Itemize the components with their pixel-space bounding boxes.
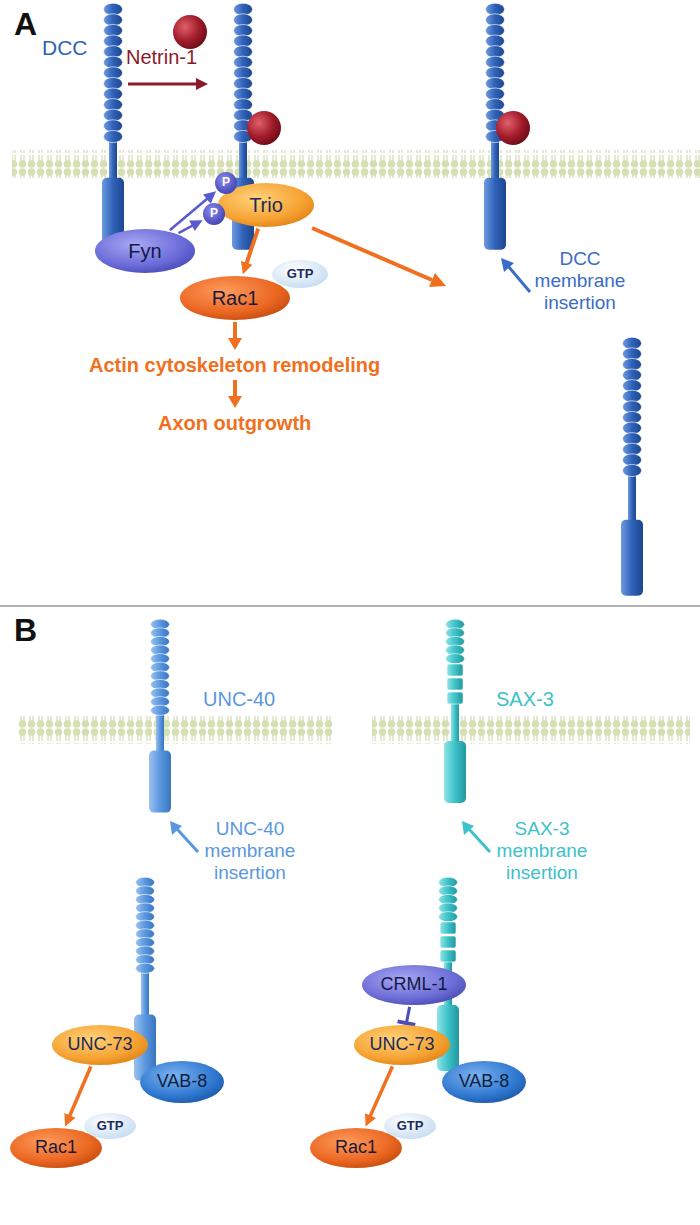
panel-divider: [0, 605, 700, 607]
ellipse-fill: [10, 1128, 102, 1168]
node-text: Rac1: [335, 1138, 377, 1158]
panel-letter: A: [14, 6, 37, 43]
ellipse-fill: [203, 203, 225, 225]
insertion-arrow: [170, 821, 198, 852]
protein-ellipse: CRML-1: [362, 965, 466, 1005]
connector-line: [178, 225, 193, 233]
ellipse-fill: [180, 276, 290, 320]
inhibition-bar: [398, 1021, 416, 1025]
protein-ellipse: UNC-73: [52, 1025, 148, 1065]
insertion-arrow: [312, 228, 446, 287]
arrow-connector: [178, 220, 202, 233]
ellipse-fill: [52, 1025, 148, 1065]
connector-line: [246, 229, 258, 265]
dcc-receptor: [621, 337, 643, 596]
node-text: UNC-73: [369, 1035, 434, 1055]
connector-line: [407, 1007, 410, 1022]
insertion-arrow: [462, 821, 490, 852]
arrow-head: [203, 191, 216, 203]
node-text: Rac1: [212, 287, 259, 309]
node-text: GTP: [397, 1119, 424, 1133]
process-text: UNC-40 membrane insertion: [200, 818, 300, 884]
arrow-connector: [64, 1067, 90, 1127]
membrane: [18, 716, 333, 744]
ellipse-fill: [442, 1061, 526, 1103]
dcc-receptor: [102, 3, 124, 250]
ellipse-fill: [272, 260, 328, 288]
node-text: P: [210, 207, 218, 220]
netrin-sphere: [496, 111, 530, 145]
node-text: GTP: [287, 267, 314, 281]
node-text: CRML-1: [380, 975, 447, 995]
arrow-head: [189, 220, 202, 231]
insertion-arrow: [501, 258, 530, 292]
arrow-head: [365, 1113, 376, 1126]
process-text: DCC membrane insertion: [530, 248, 630, 314]
netrin-sphere: [173, 15, 207, 49]
protein-ellipse: VAB-8: [140, 1061, 224, 1103]
membrane: [372, 716, 690, 744]
ellipse-fill: [218, 183, 314, 227]
ellipse-fill: [140, 1061, 224, 1103]
node-text: GTP: [97, 1119, 124, 1133]
protein-ellipse: UNC-73: [354, 1025, 450, 1065]
arrow-head: [64, 1113, 75, 1126]
node-text: UNC-73: [67, 1035, 132, 1055]
node-text: P: [222, 176, 230, 189]
protein-ellipse: Rac1: [10, 1128, 102, 1168]
node-text: Rac1: [35, 1138, 77, 1158]
binding-arrow: [128, 78, 208, 90]
ellipse-fill: [310, 1128, 402, 1168]
inhibition-connector: [398, 1007, 416, 1025]
arrow-head: [241, 261, 252, 274]
process-text: SAX-3 membrane insertion: [492, 818, 592, 884]
node-text: VAB-8: [157, 1072, 208, 1092]
protein-ellipse: Rac1: [310, 1128, 402, 1168]
arrow-connector: [365, 1066, 392, 1126]
phospho-circle: P: [215, 172, 237, 194]
protein-ellipse: Rac1: [180, 276, 290, 320]
phospho-circle: P: [203, 203, 225, 225]
ellipse-fill: [362, 965, 466, 1005]
process-text: Actin cytoskeleton remodeling: [89, 354, 380, 377]
ellipse-fill: [384, 1113, 436, 1139]
node-text: VAB-8: [459, 1072, 510, 1092]
gtp-ellipse: GTP: [384, 1113, 436, 1139]
connector-line: [370, 1066, 393, 1117]
sax3-receptor: [444, 619, 466, 803]
gtp-ellipse: GTP: [84, 1113, 136, 1139]
ellipse-fill: [215, 172, 237, 194]
gtp-ellipse: GTP: [272, 260, 328, 288]
ellipse-fill: [95, 229, 195, 273]
receptor-name: DCC: [42, 36, 88, 60]
connector-line: [69, 1067, 91, 1118]
protein-ellipse: VAB-8: [442, 1061, 526, 1103]
panel-letter: B: [14, 612, 37, 649]
ellipse-fill: [84, 1113, 136, 1139]
node-text: Trio: [249, 194, 283, 216]
unc40-receptor: [149, 619, 171, 812]
receptor-name: SAX-3: [496, 688, 554, 711]
protein-ellipse: Fyn: [95, 229, 195, 273]
connector-line: [170, 198, 209, 230]
netrin-sphere: [247, 111, 281, 145]
ligand-name: Netrin-1: [126, 46, 197, 69]
arrow-connector: [241, 229, 258, 275]
node-text: Fyn: [128, 240, 161, 262]
process-text: Axon outgrowth: [158, 412, 311, 435]
receptor-name: UNC-40: [203, 688, 275, 711]
ellipse-fill: [354, 1025, 450, 1065]
